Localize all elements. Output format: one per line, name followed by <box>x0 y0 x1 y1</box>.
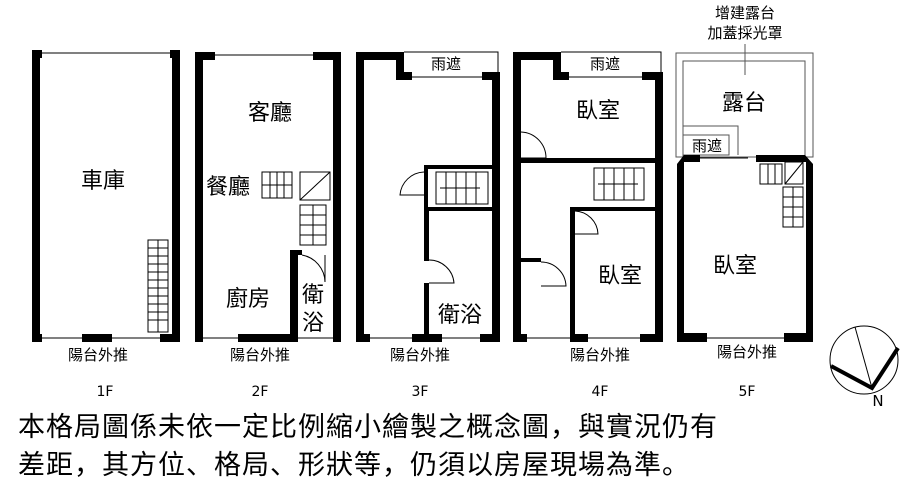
stairs <box>261 171 331 246</box>
floor-label: 2F <box>252 384 269 400</box>
floor-label: 4F <box>592 384 609 400</box>
floor-1f: 車庫 陽台外推 1F <box>32 50 180 400</box>
room-label-canopy: 雨遮 <box>590 55 620 73</box>
annotation-line-2: 加蓋採光罩 <box>707 24 782 42</box>
room-label-bedroom: 臥室 <box>713 254 757 279</box>
room-label-dining: 餐廳 <box>206 175 250 200</box>
stairs <box>593 167 645 201</box>
room-label-bath-2: 浴 <box>302 311 324 336</box>
room-label-living: 客廳 <box>248 101 292 126</box>
room-label-terrace: 露台 <box>722 91 766 116</box>
disclaimer-line-1: 本格局圖係未依一定比例縮小繪製之概念圖，與實況仍有 <box>18 412 718 443</box>
door <box>574 210 599 235</box>
door <box>399 171 425 196</box>
door <box>428 259 455 284</box>
stairs <box>147 239 169 333</box>
floor-label: 1F <box>97 384 114 400</box>
room-label-kitchen: 廚房 <box>226 287 270 312</box>
room-label-bedroom-rear: 臥室 <box>598 264 642 289</box>
balcony-label: 陽台外推 <box>390 346 450 364</box>
stairs <box>759 161 804 228</box>
room-label-bath-1: 衛 <box>302 283 324 308</box>
stairs <box>435 171 489 205</box>
room-label-canopy: 雨遮 <box>431 55 461 73</box>
balcony-label: 陽台外推 <box>68 346 128 364</box>
floor-label: 3F <box>412 384 429 400</box>
room-label-canopy: 雨遮 <box>692 137 722 155</box>
floor-5f: 增建露台 加蓋採光罩 露台 雨遮 臥室 陽台外推 5F <box>675 4 814 400</box>
balcony-label: 陽台外推 <box>717 343 777 361</box>
floor-3f: 雨遮 衛浴 陽台外推 3F <box>356 51 500 400</box>
room-label-bedroom-front: 臥室 <box>576 99 620 124</box>
compass-north-label: N <box>872 392 883 410</box>
balcony-label: 陽台外推 <box>230 346 290 364</box>
floor-4f: 雨遮 臥室 臥室 陽台外推 4F <box>513 51 663 400</box>
compass: N <box>829 325 900 410</box>
disclaimer-line-2: 差距，其方位、格局、形狀等，仍須以房屋現場為準。 <box>18 450 690 481</box>
room-label-bath: 衛浴 <box>438 303 482 328</box>
door <box>301 254 326 283</box>
door <box>520 131 547 159</box>
annotation-line-1: 增建露台 <box>715 4 775 22</box>
door <box>540 261 567 287</box>
balcony-label: 陽台外推 <box>570 346 630 364</box>
room-label-garage: 車庫 <box>81 169 125 194</box>
floor-2f: 客廳 餐廳 廚房 衛 浴 陽台外推 2F <box>195 52 341 400</box>
floor-label: 5F <box>739 384 756 400</box>
